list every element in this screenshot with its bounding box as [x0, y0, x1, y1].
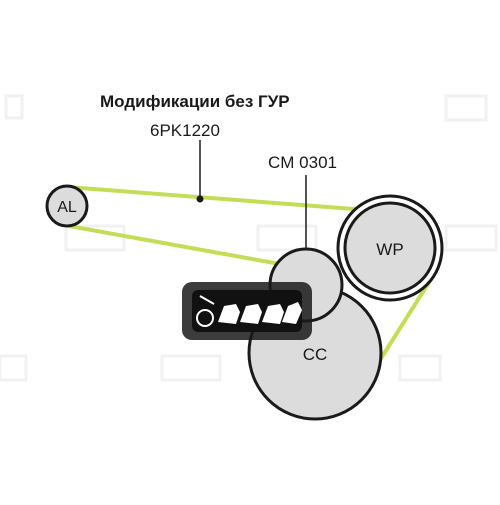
watermark-logo	[0, 94, 498, 382]
pulley-cc-label: CC	[303, 345, 328, 364]
belt-label-leader-dot	[196, 195, 204, 203]
diagram-title: Модификации без ГУР	[100, 92, 290, 111]
pulley-wp: WP	[336, 194, 444, 302]
belt-segment-al-idler	[68, 224, 292, 268]
tensioner-part-label: CM 0301	[268, 153, 337, 172]
pulley-al: AL	[45, 184, 89, 228]
brand-logo-emblem	[182, 282, 312, 340]
belt-segment-al-wp	[66, 185, 381, 213]
watermark-group	[0, 94, 498, 382]
pulley-al-label: AL	[57, 199, 77, 216]
belt-part-label: 6PK1220	[150, 121, 220, 140]
pulley-wp-label: WP	[376, 240, 403, 259]
